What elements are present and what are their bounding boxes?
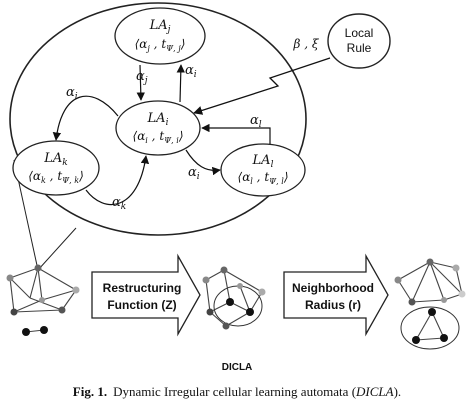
edge-i-to-l [185, 149, 221, 176]
label-l-from-i: αi [188, 165, 200, 182]
node-la-i-name: LAi [147, 111, 169, 128]
caption-text: Dynamic Irregular cellular learning auto… [113, 384, 357, 399]
node-la-i [115, 100, 201, 156]
edge-j-to-i [136, 64, 145, 101]
stage-2-line1: Neighborhood [292, 281, 374, 295]
local-rule-node [327, 13, 391, 69]
edge-k-to-i [85, 155, 150, 206]
edge-i-to-j [176, 64, 185, 103]
node-la-l-tuple: ⟨αl , tΨ, l⟩ [238, 170, 289, 186]
node-la-k-name: LAk [43, 151, 68, 168]
figure-caption: Fig. 1. Dynamic Irregular cellular learni… [0, 384, 474, 400]
graph-3-neighborhood [400, 306, 460, 350]
zoom-line-right [37, 227, 77, 271]
graph-2 [205, 269, 263, 327]
caption-label: Fig. 1. [72, 384, 108, 399]
stage-1-line1: Restructuring [103, 281, 182, 295]
graph-2-nodes [202, 266, 266, 330]
node-la-j [114, 7, 206, 65]
local-rule-arrow [193, 57, 331, 115]
edge-i-to-k [52, 95, 119, 141]
dicla-label: DICLA [222, 362, 253, 373]
label-j-from-i: αi [185, 63, 197, 80]
stage-2-line2: Radius (r) [305, 298, 361, 312]
edge-l-to-i [201, 123, 271, 144]
stage-arrow-1 [91, 253, 201, 337]
dicla-diagram: Local Rule β , ξ LAj ⟨αj , tΨ, j⟩ LAi ⟨α… [6, 2, 466, 373]
local-rule-line1: Local [345, 26, 374, 40]
node-la-k [12, 140, 100, 196]
node-la-l-name: LAl [252, 153, 274, 170]
local-rule-params: β , ξ [293, 37, 320, 51]
stage-1-line2: Function (Z) [107, 298, 176, 312]
caption-abbr: DICLA [356, 384, 394, 399]
zoom-circle [9, 2, 307, 236]
node-la-j-name: LAj [149, 18, 171, 35]
label-k-from-i: αi [66, 85, 78, 102]
local-rule-line2: Rule [347, 41, 372, 55]
label-i-from-k: αk [112, 195, 126, 212]
graph-3-nodes [394, 258, 466, 344]
label-i-from-j: αj [136, 69, 148, 86]
graph-1-nodes [6, 264, 80, 336]
graph-3 [397, 261, 463, 341]
caption-end: ). [393, 384, 402, 399]
label-i-from-l: αl [250, 113, 262, 130]
graph-1 [9, 267, 77, 333]
stage-arrow-2 [283, 253, 389, 337]
node-la-l [220, 143, 306, 197]
